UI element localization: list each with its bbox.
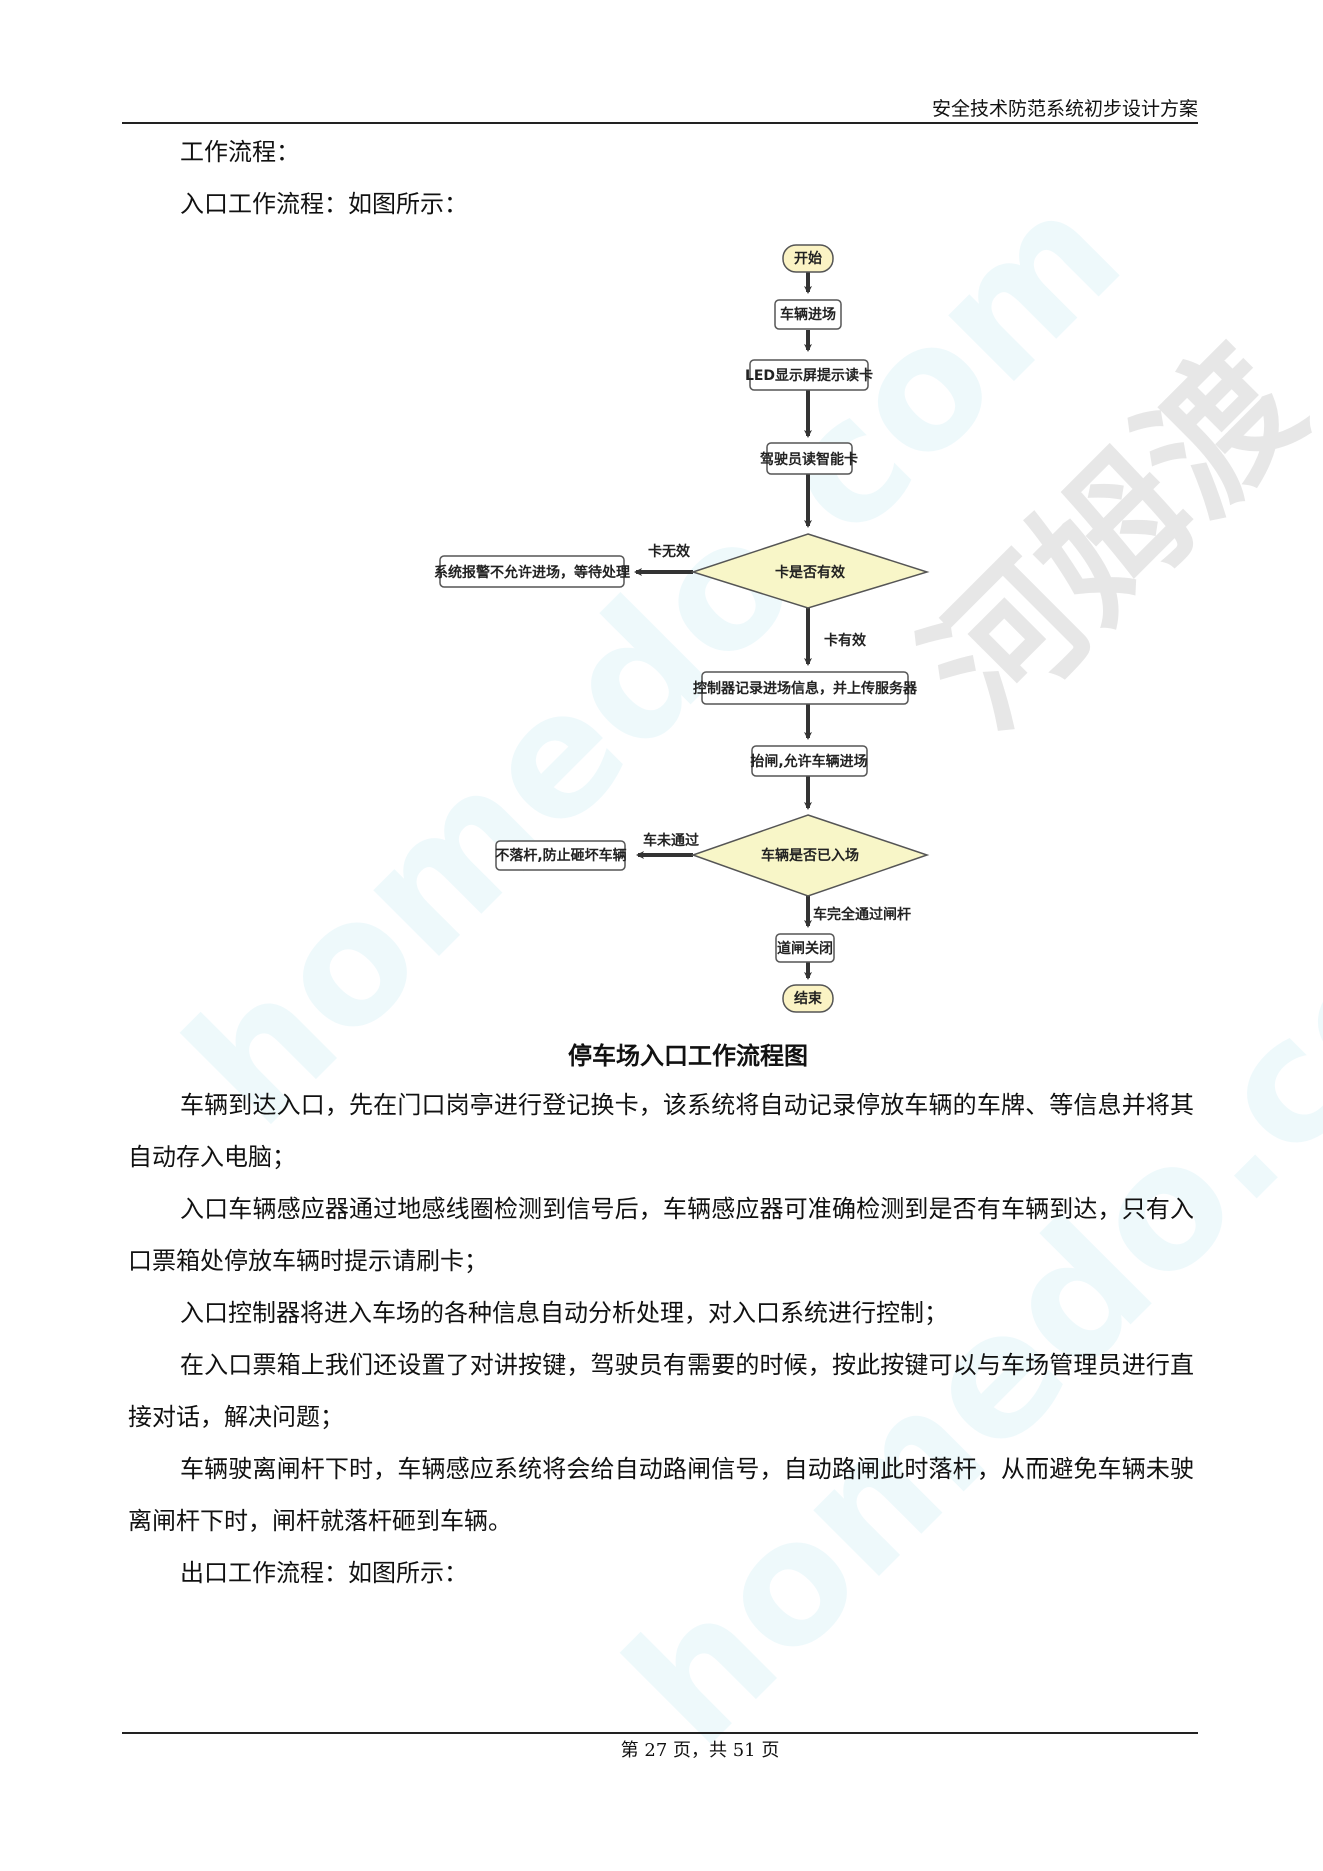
footer-rule <box>122 1732 1198 1734</box>
flow-text: 车辆是否已入场 <box>761 847 859 864</box>
flow-step <box>774 299 842 330</box>
header-title: 安全技术防范系统初步设计方案 <box>931 98 1198 120</box>
flow-text: 结束 <box>794 990 823 1007</box>
paragraph: 车辆到达入口，先在门口岗亭进行登记换卡，该系统将自动记录停放车辆的车牌、等信息并… <box>128 1091 1194 1171</box>
flow-text: 驾驶员读智能卡 <box>759 451 858 468</box>
heading: 工作流程： <box>180 138 300 166</box>
flow-text: LED显示屏提示读卡 <box>745 367 873 384</box>
flow-decision <box>690 814 930 897</box>
page-number: 第 27 页，共 51 页 <box>620 1740 780 1761</box>
flow-start <box>782 244 834 273</box>
flow-text: 控制器记录进场信息，并上传服务器 <box>693 680 918 697</box>
flow-decision <box>690 533 930 609</box>
flow-step <box>751 745 868 777</box>
exit-intro: 出口工作流程：如图所示： <box>180 1559 468 1587</box>
flow-text: 不落杆,防止砸坏车辆 <box>495 847 626 864</box>
flow-step <box>701 671 909 705</box>
paragraph: 入口车辆感应器通过地感线圈检测到信号后，车辆感应器可准确检测到是否有车辆到达，只… <box>128 1195 1194 1275</box>
flow-step <box>439 555 625 588</box>
flow-step <box>749 359 869 391</box>
flow-text: 车辆进场 <box>780 306 836 323</box>
flow-text: 卡无效 <box>648 543 691 560</box>
flow-text: 卡是否有效 <box>775 564 846 581</box>
paragraph: 在入口票箱上我们还设置了对讲按键，驾驶员有需要的时候，按此按键可以与车场管理员进… <box>128 1351 1194 1431</box>
flow-text: 车未通过 <box>643 832 699 849</box>
flow-text: 车完全通过闸杆 <box>813 906 911 923</box>
flow-text: 卡有效 <box>824 632 867 649</box>
flow-step <box>766 442 853 475</box>
flow-end <box>782 984 834 1013</box>
paragraph: 入口控制器将进入车场的各种信息自动分析处理，对入口系统进行控制； <box>180 1299 948 1327</box>
figure-caption: 停车场入口工作流程图 <box>568 1041 808 1070</box>
entry-intro: 入口工作流程：如图所示： <box>180 190 468 218</box>
paragraph: 车辆驶离闸杆下时，车辆感应系统将会给自动路闸信号，自动路闸此时落杆，从而避免车辆… <box>128 1455 1194 1535</box>
flow-text: 开始 <box>794 250 822 267</box>
flow-step <box>775 933 835 963</box>
flow-text: 系统报警不允许进场，等待处理 <box>434 564 630 581</box>
header-rule <box>122 122 1198 124</box>
flow-text: 抬闸,允许车辆进场 <box>750 753 867 770</box>
flow-step <box>495 840 626 871</box>
flow-text: 道闸关闭 <box>777 940 833 957</box>
